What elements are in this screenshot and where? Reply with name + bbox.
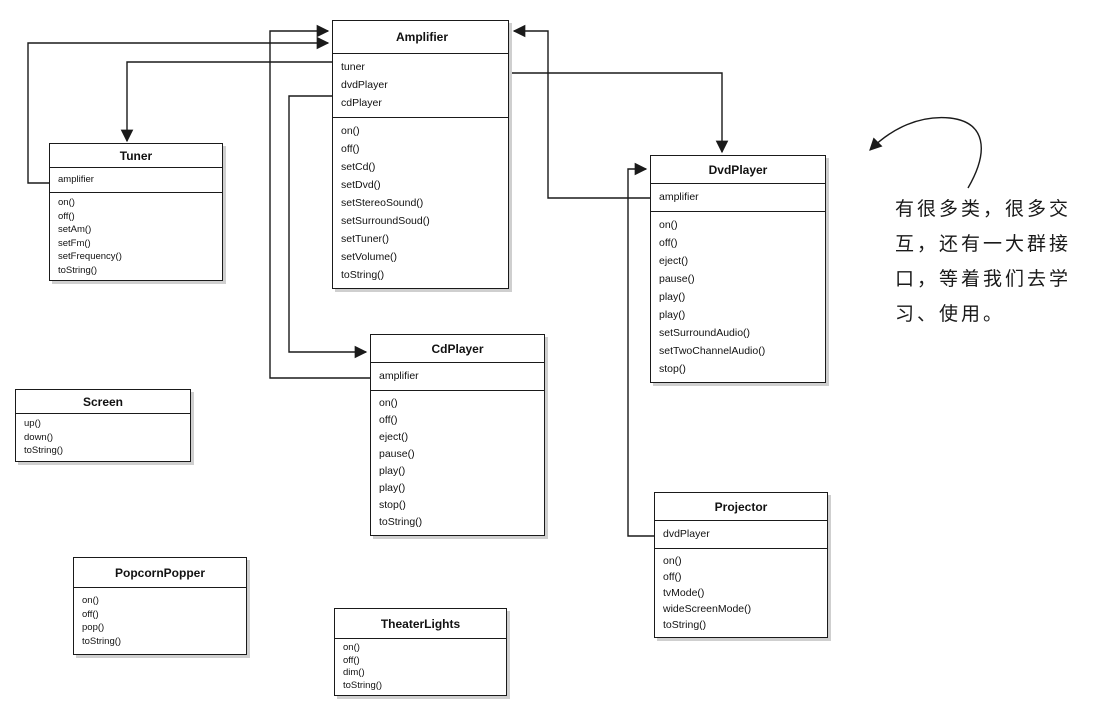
operation: setTuner() <box>341 233 390 245</box>
class-popcornpopper: PopcornPopper on() off() pop() toString(… <box>73 557 247 655</box>
attribute-dvdplayer: dvdPlayer <box>663 528 710 540</box>
operation: on() <box>341 125 360 137</box>
link-dvdplayer-to-amplifier <box>512 24 650 199</box>
operations-section: on() off() pop() toString() <box>74 588 246 654</box>
operations-section: up() down() toString() <box>16 414 190 461</box>
operation: setDvd() <box>341 179 381 191</box>
operation: toString() <box>24 445 64 456</box>
class-amplifier: Amplifier tuner dvdPlayer cdPlayer on() … <box>332 20 509 289</box>
operation: toString() <box>58 264 98 276</box>
class-tuner: Tuner amplifier on() off() setAm() setFm… <box>49 143 223 281</box>
operation: off() <box>58 210 75 222</box>
operation: off() <box>663 571 682 583</box>
operation: on() <box>379 397 398 409</box>
operation: toString() <box>663 619 707 631</box>
operation: off() <box>379 414 398 426</box>
attribute-amplifier: amplifier <box>659 191 699 203</box>
link-cdplayer-to-amplifier <box>269 24 370 379</box>
link-amplifier-to-tuner <box>120 61 332 143</box>
operation: pop() <box>82 622 105 633</box>
link-amplifier-to-dvdplayer <box>508 72 729 154</box>
class-title: DvdPlayer <box>651 156 825 184</box>
operation: setFm() <box>58 237 91 249</box>
operations-section: on() off() setAm() setFm() setFrequency(… <box>50 193 222 280</box>
operation: toString() <box>379 516 423 528</box>
operation: on() <box>663 555 682 567</box>
attribute-tuner: tuner <box>341 61 365 73</box>
operation: wideScreenMode() <box>663 603 752 615</box>
operation: eject() <box>659 255 689 267</box>
operations-section: on() off() dim() toString() <box>335 639 506 695</box>
attributes-section: dvdPlayer <box>655 521 827 549</box>
operations-section: on() off() eject() pause() play() play()… <box>371 391 544 535</box>
operation: toString() <box>82 635 122 647</box>
attribute-amplifier: amplifier <box>379 370 419 382</box>
operation: stop() <box>659 363 686 375</box>
annotation-line: 互，还有一大群接 <box>895 233 1072 255</box>
annotation-line: 口，等着我们去学 <box>895 268 1072 290</box>
class-title: TheaterLights <box>335 609 506 639</box>
operation: stop() <box>379 499 406 511</box>
operation: off() <box>343 654 360 666</box>
operation: setCd() <box>341 161 376 173</box>
operation: play() <box>659 291 686 303</box>
annotation-pointer-arrow <box>869 116 982 189</box>
operation: play() <box>659 309 686 321</box>
operation: on() <box>82 595 99 606</box>
operation: off() <box>341 143 360 155</box>
class-title: Screen <box>16 390 190 414</box>
class-title: Amplifier <box>333 21 508 54</box>
annotation-note: 有很多类，很多交 互，还有一大群接 口，等着我们去学 习、使用。 <box>895 192 1100 332</box>
class-cdplayer: CdPlayer amplifier on() off() eject() pa… <box>370 334 545 536</box>
class-title: PopcornPopper <box>74 558 246 588</box>
operation: tvMode() <box>663 587 705 599</box>
operation: play() <box>379 482 406 494</box>
operation: off() <box>82 608 99 620</box>
class-title: Projector <box>655 493 827 521</box>
operation: on() <box>58 197 75 208</box>
class-theaterlights: TheaterLights on() off() dim() toString(… <box>334 608 507 696</box>
annotation-line: 习、使用。 <box>895 303 1006 325</box>
operations-section: on() off() eject() pause() play() play()… <box>651 212 825 382</box>
attributes-section: amplifier <box>651 184 825 212</box>
operation: play() <box>379 465 406 477</box>
operation: toString() <box>343 679 383 691</box>
operation: setAm() <box>58 224 92 235</box>
operation: setTwoChannelAudio() <box>659 345 766 357</box>
operation: setFrequency() <box>58 251 122 262</box>
class-projector: Projector dvdPlayer on() off() tvMode() … <box>654 492 828 638</box>
attributes-section: amplifier <box>50 168 222 193</box>
class-title: Tuner <box>50 144 222 168</box>
operations-section: on() off() tvMode() wideScreenMode() toS… <box>655 549 827 637</box>
attributes-section: tuner dvdPlayer cdPlayer <box>333 54 508 118</box>
operation: eject() <box>379 431 409 443</box>
attribute-dvdplayer: dvdPlayer <box>341 79 388 91</box>
operation: setSurroundAudio() <box>659 327 751 339</box>
link-projector-to-dvdplayer <box>627 162 654 537</box>
operation: setVolume() <box>341 251 398 263</box>
class-dvdplayer: DvdPlayer amplifier on() off() eject() p… <box>650 155 826 383</box>
operation: toString() <box>341 269 385 281</box>
annotation-line: 有很多类，很多交 <box>895 198 1072 220</box>
attribute-amplifier: amplifier <box>58 174 94 185</box>
class-title: CdPlayer <box>371 335 544 363</box>
operation: down() <box>24 431 54 443</box>
operations-section: on() off() setCd() setDvd() setStereoSou… <box>333 118 508 288</box>
operation: pause() <box>659 273 695 285</box>
operation: off() <box>659 237 678 249</box>
operation: on() <box>343 642 360 653</box>
link-tuner-to-amplifier <box>27 36 330 184</box>
operation: dim() <box>343 667 365 678</box>
class-screen: Screen up() down() toString() <box>15 389 191 462</box>
attribute-cdplayer: cdPlayer <box>341 97 382 109</box>
operation: on() <box>659 219 678 231</box>
operation: setSurroundSoud() <box>341 215 430 227</box>
link-amplifier-to-cdplayer <box>288 95 368 359</box>
operation: up() <box>24 418 41 429</box>
operation: pause() <box>379 448 415 460</box>
attributes-section: amplifier <box>371 363 544 391</box>
operation: setStereoSound() <box>341 197 424 209</box>
